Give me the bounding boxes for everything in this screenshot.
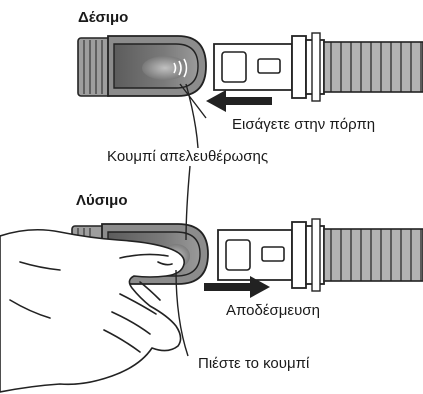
release-button-leader-top <box>185 83 199 149</box>
detach-arrow-icon <box>204 276 270 298</box>
detach-label: Αποδέσμευση <box>226 302 320 319</box>
insert-arrow-icon <box>206 90 272 112</box>
releasing-illustration <box>0 218 423 393</box>
fastening-heading: Δέσιμο <box>78 9 129 26</box>
fastening-illustration <box>77 32 423 112</box>
press-leader <box>175 269 189 357</box>
insert-leader <box>179 83 207 119</box>
release-waves-icon <box>173 58 188 78</box>
release-button-leader-bottom <box>185 165 191 241</box>
buckle-tongue <box>213 32 325 102</box>
buckle-tongue-release <box>217 218 325 292</box>
buckle-housing <box>77 35 207 97</box>
release-button-label: Κουμπί απελευθέρωσης <box>107 148 269 165</box>
insert-label: Εισάγετε στην πόρπη <box>232 116 376 133</box>
hand-illustration <box>0 228 185 393</box>
releasing-heading: Λύσιμο <box>76 192 128 209</box>
strap-release <box>323 228 423 282</box>
strap <box>323 41 423 93</box>
leader-lines <box>175 83 207 357</box>
press-label: Πιέστε το κουμπί <box>198 355 310 372</box>
